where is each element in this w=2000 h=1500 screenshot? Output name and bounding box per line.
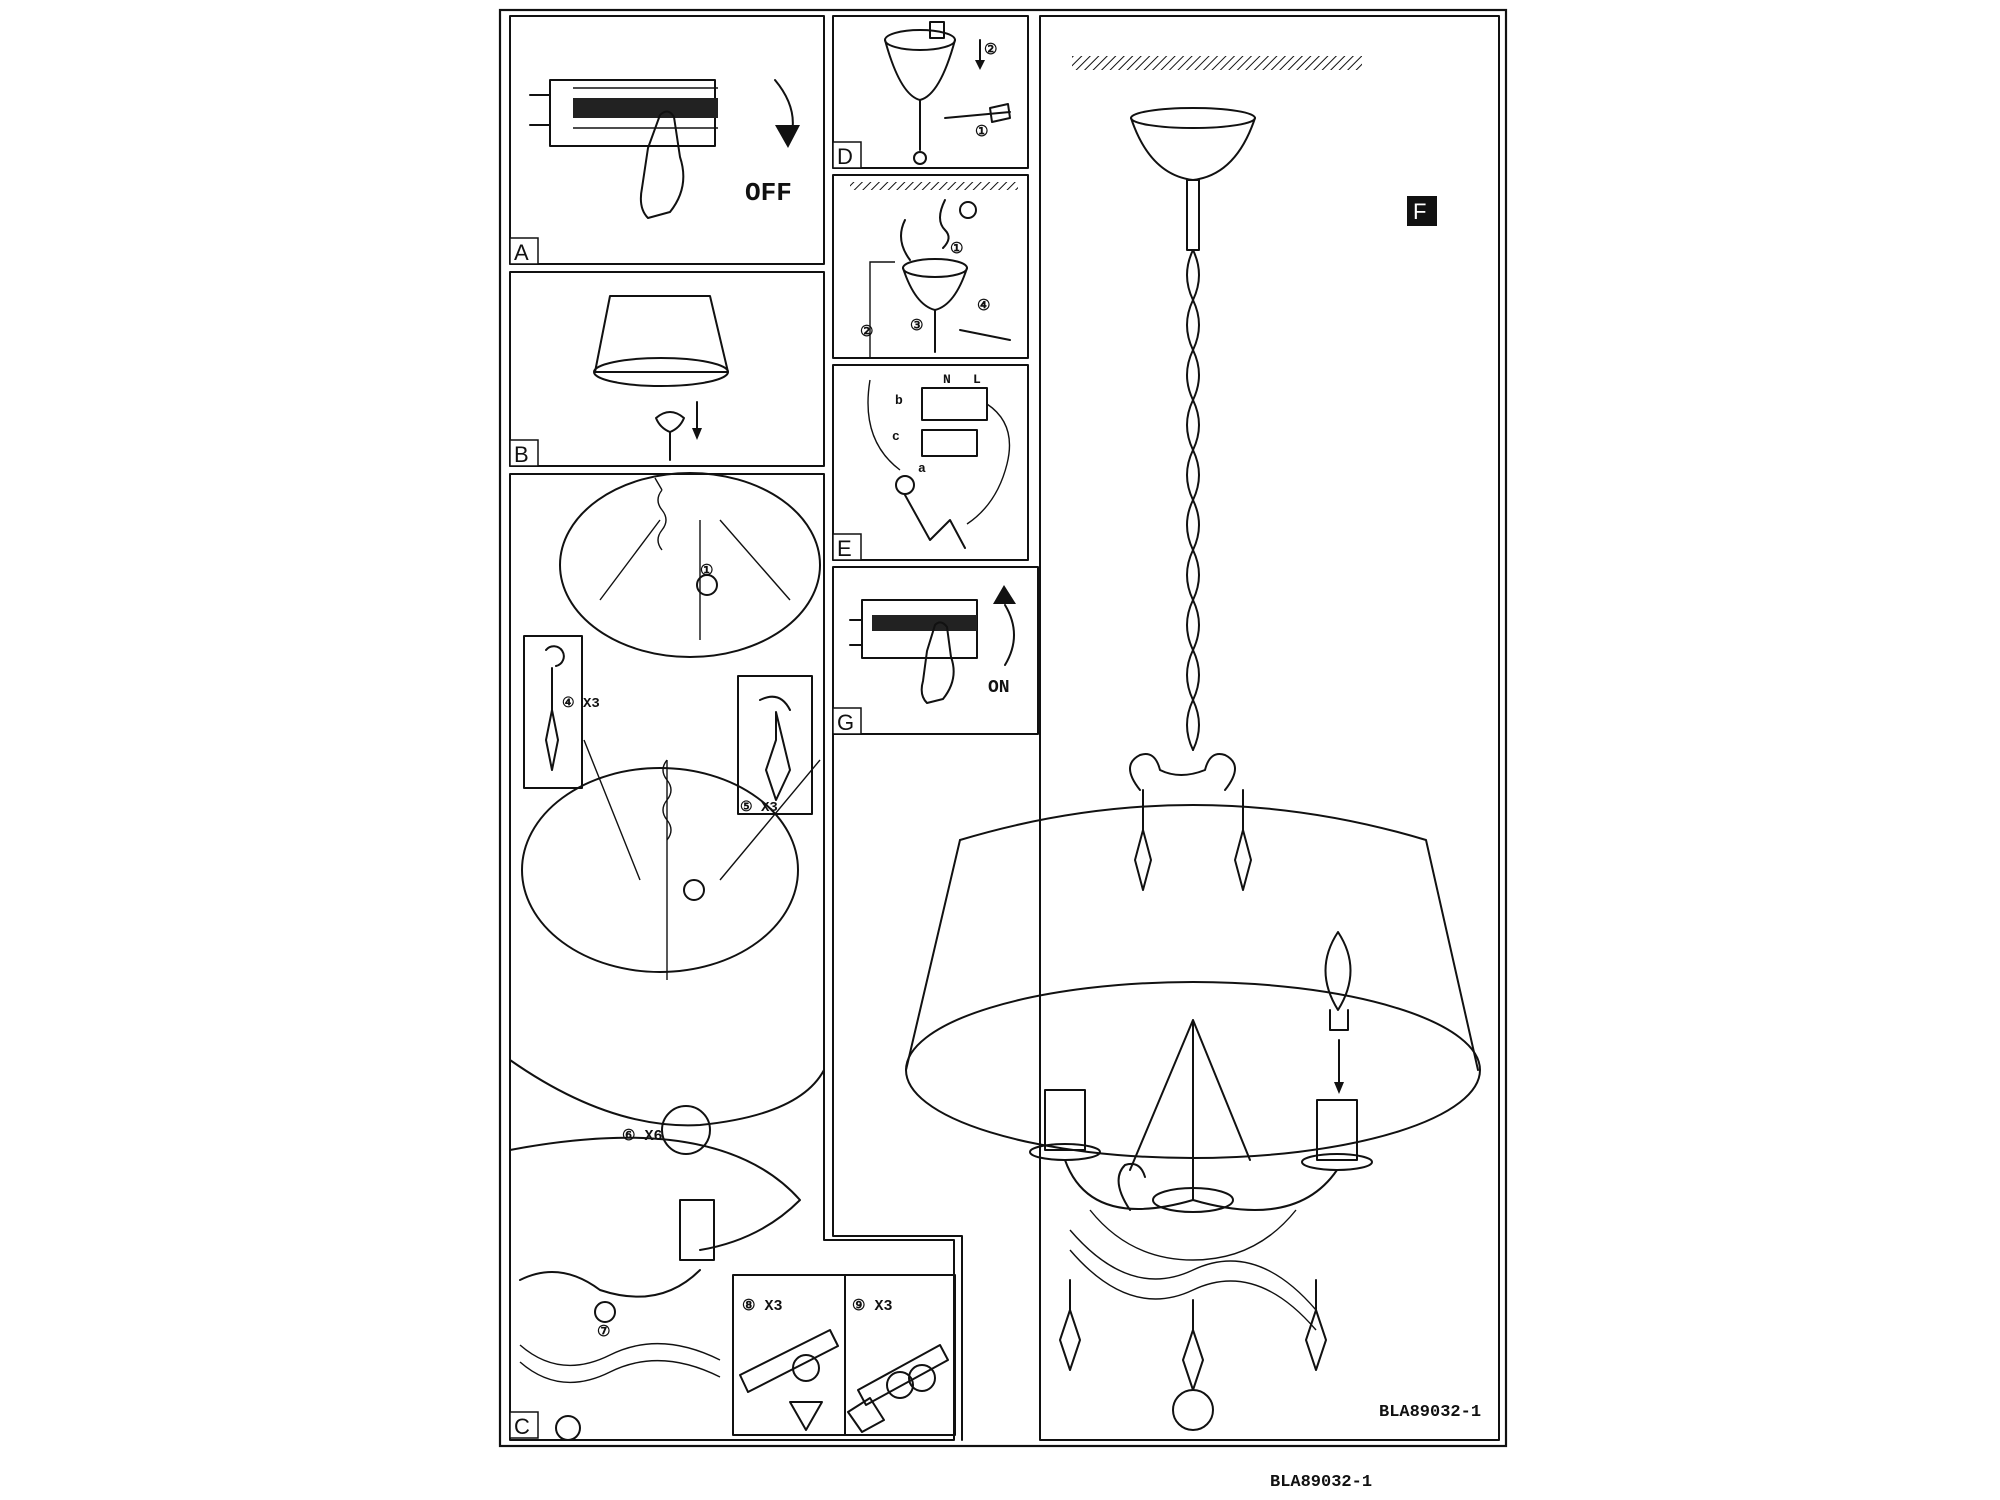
panel-letter-f: F — [1413, 199, 1426, 224]
circuit-breaker-icon — [529, 79, 718, 147]
live-label: L — [973, 372, 981, 387]
neutral-label: N — [943, 372, 951, 387]
step-7-label: ⑦ — [597, 1324, 610, 1341]
panel-letter-box — [832, 141, 862, 169]
screwdriver-icon — [959, 329, 1011, 341]
candle-left — [1044, 1089, 1086, 1151]
bulb-icon — [1324, 931, 1352, 1031]
panel-letter-g: G — [837, 710, 854, 735]
step-6-label: ⑥ X6 — [622, 1128, 662, 1145]
candle-right — [1316, 1099, 1358, 1161]
step-1-label: ① — [950, 241, 963, 258]
panel-b: B — [509, 271, 825, 467]
panel-letter-a: A — [514, 240, 529, 265]
switch-on-arrow-icon — [1004, 604, 1015, 666]
ground-icon — [895, 475, 915, 495]
page-figure-code: BLA89032-1 — [1270, 1473, 1373, 1492]
panel-letter-box — [509, 439, 539, 467]
shade-bottom-view — [521, 767, 799, 973]
inset-step-9 — [844, 1274, 956, 1436]
panel-letter-box — [832, 707, 862, 735]
panel-letter-e: E — [837, 536, 852, 561]
panel-f: F — [905, 15, 1500, 1441]
panel-a: OFF A — [509, 15, 825, 265]
step-5-label: ⑤ X3 — [740, 800, 778, 816]
panel-letter-b: B — [514, 442, 529, 467]
lamp-shade-drawing — [959, 804, 1479, 1071]
off-label: OFF — [745, 178, 792, 208]
inner-figure-code: BLA89032-1 — [1379, 1403, 1482, 1422]
canopy-drawing — [1130, 107, 1256, 129]
on-label: ON — [988, 678, 1010, 698]
panel-e: ① ② ③ ④ N L b c a E — [832, 174, 1029, 561]
step-1-label: ① — [700, 563, 713, 580]
canopy-drawing — [655, 411, 685, 433]
panel-d: ② ① D — [832, 15, 1029, 169]
arrow-down-icon — [692, 428, 702, 440]
panel-letter-box — [509, 237, 539, 265]
panel-letter-box — [1407, 196, 1437, 226]
step-4-label: ④ X3 — [562, 696, 600, 712]
panel-letter-d: D — [837, 144, 853, 169]
lamp-shade-drawing — [594, 295, 729, 373]
arrow-up-icon — [993, 585, 1016, 604]
step-1-label: ① — [975, 124, 988, 141]
outer-frame — [498, 8, 1508, 1448]
step-4-label: ④ — [977, 298, 990, 315]
panel-letter-c: C — [514, 1414, 530, 1439]
panel-letter-box — [832, 533, 862, 561]
shade-top-view — [559, 472, 821, 658]
step-3-label: ③ — [910, 318, 923, 335]
inset-step-4 — [523, 635, 583, 789]
ceiling-hatch — [850, 182, 1018, 190]
hook-icon — [939, 199, 950, 249]
wire-a-label: a — [918, 461, 926, 476]
hand-icon — [639, 110, 685, 219]
step-9-label: ⑨ X3 — [852, 1298, 892, 1315]
step-8-label: ⑧ X3 — [742, 1298, 782, 1315]
panel-letter-box — [509, 1411, 539, 1439]
wire-c-label: c — [892, 429, 900, 444]
step-2-label: ② — [860, 324, 873, 341]
panel-c: ① ④ X3 ⑤ X3 ⑥ X6 ⑦ ⑧ X3 ⑨ X3 — [509, 472, 956, 1441]
top-scroll-arms — [1129, 753, 1236, 791]
wire-b-label: b — [895, 393, 903, 408]
ceiling-hatch — [1072, 56, 1362, 70]
screwdriver-icon — [944, 103, 1011, 123]
step-2-label: ② — [984, 42, 997, 59]
panel-g: ON G — [832, 566, 1039, 735]
bead-garland — [1069, 1229, 1317, 1311]
terminal-block — [921, 387, 988, 421]
arrow-down-icon — [775, 125, 800, 148]
hand-icon — [920, 621, 955, 704]
circuit-breaker-icon — [849, 599, 978, 659]
